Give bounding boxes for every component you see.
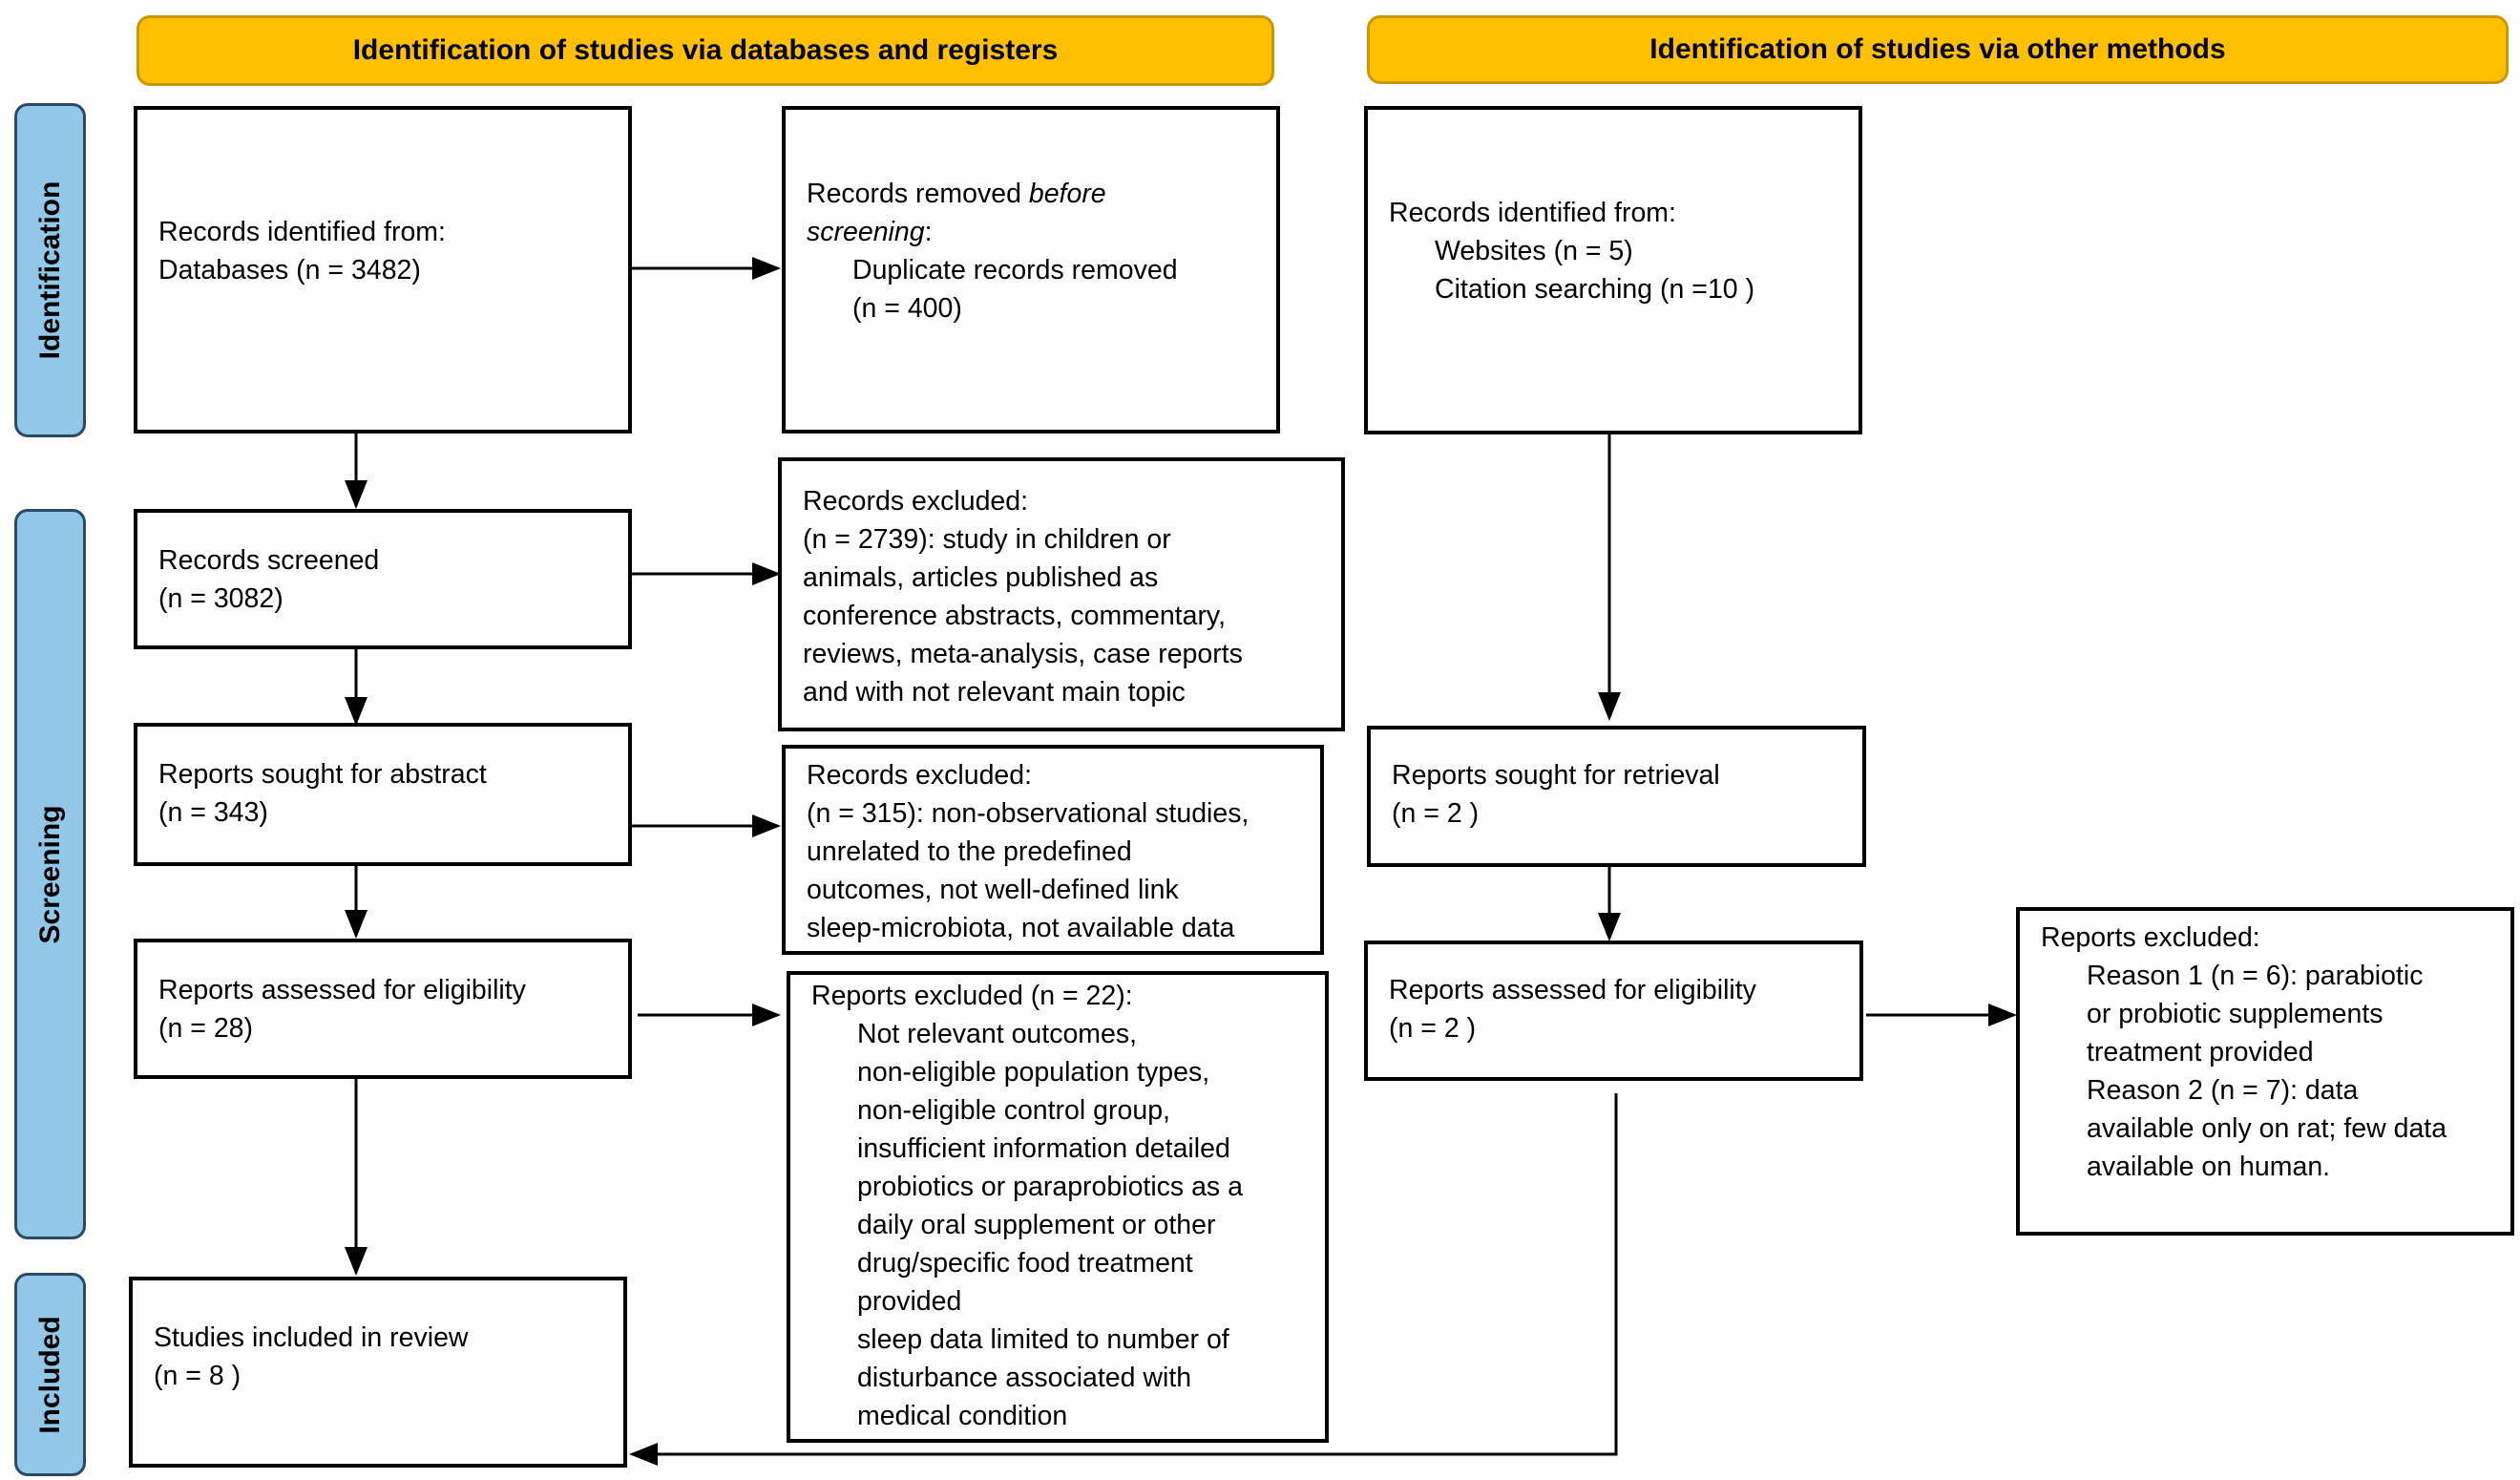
header-databases-text: Identification of studies via databases …	[352, 34, 1059, 66]
box-other-records-identified: Records identified from: Websites (n = 5…	[1364, 106, 1862, 434]
other-identified-item-2: Citation searching (n =10 )	[1435, 274, 1755, 305]
box-reports-excluded-db: Reports excluded (n = 22): Not relevant …	[787, 971, 1329, 1443]
excluded-other-item-4: Reason 2 (n = 7): data	[2087, 1075, 2359, 1106]
excluded1-line-5: reviews, meta-analysis, case reports	[803, 639, 1243, 669]
excluded-db-item-10: disturbance associated with	[857, 1363, 1192, 1393]
excluded1-line-2: (n = 2739): study in children or	[803, 524, 1171, 555]
box-reports-excluded-other: Reports excluded: Reason 1 (n = 6): para…	[2016, 907, 2514, 1236]
box-records-excluded-2: Records excluded: (n = 315): non-observa…	[782, 745, 1324, 955]
box-records-removed-before-screening: Records removed before screening: Duplic…	[782, 106, 1280, 433]
header-databases: Identification of studies via databases …	[136, 15, 1274, 86]
box-reports-sought-abstract: Reports sought for abstract (n = 343)	[134, 723, 632, 866]
screened-line-1: Records screened	[158, 545, 380, 576]
included-line-1: Studies included in review	[154, 1322, 469, 1353]
excluded-db-item-9: sleep data limited to number of	[857, 1324, 1229, 1355]
box-records-excluded-1: Records excluded: (n = 2739): study in c…	[778, 457, 1345, 731]
excluded-other-item-2: or probiotic supplements	[2087, 999, 2384, 1029]
excluded-db-line-1: Reports excluded (n = 22):	[811, 981, 1133, 1011]
box-studies-included: Studies included in review (n = 8 )	[129, 1277, 627, 1468]
excluded-other-item-3: treatment provided	[2087, 1037, 2314, 1068]
header-other-methods: Identification of studies via other meth…	[1367, 15, 2509, 84]
box-reports-assessed-db: Reports assessed for eligibility (n = 28…	[134, 939, 632, 1079]
phase-identification: Identification	[14, 103, 86, 437]
other-identified-line-1: Records identified from:	[1389, 198, 1676, 228]
excluded-other-item-6: available on human.	[2087, 1152, 2331, 1182]
excluded-db-item-4: insufficient information detailed	[857, 1133, 1230, 1164]
removed-line-2-tail: :	[924, 217, 933, 247]
db-identified-line-1: Records identified from:	[158, 217, 446, 247]
removed-line-2-em: screening	[807, 217, 925, 247]
excluded-other-item-1: Reason 1 (n = 6): parabiotic	[2087, 961, 2424, 991]
removed-line-2: screening:	[807, 213, 1276, 251]
excluded-db-item-8: provided	[857, 1286, 962, 1317]
excluded-db-item-11: medical condition	[857, 1401, 1068, 1431]
removed-indented-2: (n = 400)	[852, 293, 962, 324]
excluded-db-item-1: Not relevant outcomes,	[857, 1019, 1138, 1049]
box-records-screened: Records screened (n = 3082)	[134, 509, 632, 649]
other-identified-item-1: Websites (n = 5)	[1435, 236, 1633, 266]
assessed-other-line-2: (n = 2 )	[1389, 1013, 1477, 1044]
excluded1-line-1: Records excluded:	[803, 486, 1029, 517]
sought-abstract-line-2: (n = 343)	[158, 797, 268, 828]
removed-indented-1: Duplicate records removed	[852, 255, 1178, 285]
box-reports-assessed-other: Reports assessed for eligibility (n = 2 …	[1364, 941, 1863, 1081]
excluded1-line-4: conference abstracts, commentary,	[803, 601, 1226, 631]
excluded-db-item-2: non-eligible population types,	[857, 1057, 1210, 1088]
screened-line-2: (n = 3082)	[158, 583, 284, 614]
excluded2-line-5: sleep-microbiota, not available data	[807, 913, 1235, 943]
phase-screening: Screening	[14, 509, 86, 1239]
excluded-db-item-5: probiotics or paraprobiotics as a	[857, 1172, 1243, 1202]
excluded-db-item-7: drug/specific food treatment	[857, 1248, 1193, 1279]
header-other-methods-text: Identification of studies via other meth…	[1649, 33, 2226, 65]
excluded1-line-6: and with not relevant main topic	[803, 677, 1186, 708]
removed-line-1-em: before	[1028, 179, 1106, 209]
assessed-other-line-1: Reports assessed for eligibility	[1389, 975, 1756, 1005]
db-identified-line-2: Databases (n = 3482)	[158, 255, 421, 285]
excluded2-line-3: unrelated to the predefined	[807, 836, 1132, 867]
phase-included: Included	[14, 1273, 86, 1476]
excluded2-line-2: (n = 315): non-observational studies,	[807, 798, 1250, 829]
excluded-db-item-3: non-eligible control group,	[857, 1095, 1170, 1126]
excluded2-line-4: outcomes, not well-defined link	[807, 875, 1179, 905]
included-line-2: (n = 8 )	[154, 1361, 242, 1391]
removed-line-1-text: Records removed	[807, 179, 1029, 209]
assessed-db-line-1: Reports assessed for eligibility	[158, 975, 526, 1005]
excluded-other-line-1: Reports excluded:	[2041, 922, 2260, 953]
excluded1-line-3: animals, articles published as	[803, 562, 1159, 593]
excluded-other-item-5: available only on rat; few data	[2087, 1113, 2447, 1144]
box-reports-sought-retrieval: Reports sought for retrieval (n = 2 )	[1367, 726, 1866, 867]
excluded-db-item-6: daily oral supplement or other	[857, 1210, 1216, 1240]
arrow-other-to-included	[629, 1093, 1618, 1466]
retrieval-line-2: (n = 2 )	[1392, 798, 1480, 829]
retrieval-line-1: Reports sought for retrieval	[1392, 760, 1720, 791]
assessed-db-line-2: (n = 28)	[158, 1013, 254, 1044]
sought-abstract-line-1: Reports sought for abstract	[158, 759, 487, 790]
box-db-records-identified: Records identified from: Databases (n = …	[134, 106, 632, 433]
excluded2-line-1: Records excluded:	[807, 760, 1033, 791]
removed-line-1: Records removed before	[807, 175, 1276, 213]
